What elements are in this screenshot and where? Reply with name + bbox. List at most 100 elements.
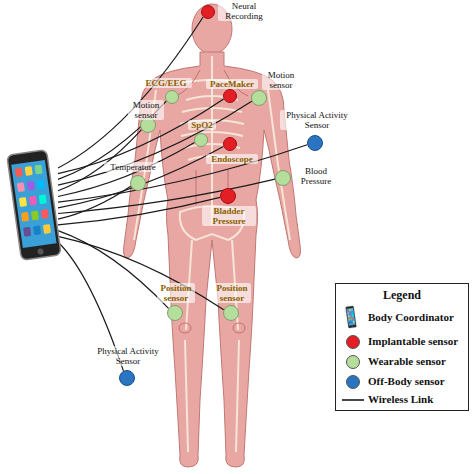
sensor-label: PaceMaker xyxy=(206,79,258,89)
ribs xyxy=(180,96,244,160)
phone-frame xyxy=(7,150,61,261)
sensor-label: ECG/EEG xyxy=(140,78,192,88)
sensor-label: Physical Activity Sensor xyxy=(92,346,164,366)
app-icon xyxy=(33,225,41,235)
sensor-circle: Endoscope xyxy=(223,137,237,151)
sensor-circle: Neural Recording xyxy=(201,5,215,19)
sensor-label: Motion sensor xyxy=(262,70,300,90)
sensor-label: Endoscope xyxy=(206,154,258,164)
home-button xyxy=(37,248,44,255)
app-icon xyxy=(350,315,352,317)
legend-title: Legend xyxy=(336,288,468,303)
app-icon xyxy=(352,312,354,314)
sensor-circle: Position sensor xyxy=(223,305,239,321)
sensor-circle: PaceMaker xyxy=(223,89,237,103)
phone-screen xyxy=(346,308,355,326)
wireless-link xyxy=(58,143,195,197)
legend-text: Body Coordinator xyxy=(368,311,454,324)
knee-left xyxy=(179,323,191,333)
app-icon xyxy=(21,212,29,222)
legend-row: Body Coordinator xyxy=(336,308,468,328)
sensor-label: Physical Activity Sensor xyxy=(280,110,354,130)
app-icon xyxy=(23,227,31,237)
sensor-label: Position sensor xyxy=(213,283,251,303)
app-icon xyxy=(349,321,351,323)
app-icon xyxy=(348,315,350,317)
legend-row: Wearable sensor xyxy=(336,352,468,372)
app-icon xyxy=(39,194,47,204)
app-icon xyxy=(43,224,51,234)
app-icon xyxy=(27,181,35,191)
legend-row: Off-Body sensor xyxy=(336,372,468,392)
wireless-link xyxy=(58,17,203,168)
knee-right xyxy=(233,323,245,333)
legend-text: Wearable sensor xyxy=(368,355,446,368)
app-icon xyxy=(350,312,352,314)
legend-swatch xyxy=(346,375,360,389)
sensor-label: SpO2 xyxy=(188,120,216,130)
sensor-label: Position sensor xyxy=(157,283,195,303)
app-icon xyxy=(353,321,355,323)
legend-swatch xyxy=(346,355,360,369)
app-icon xyxy=(351,309,353,311)
legend-box: LegendBody CoordinatorImplantable sensor… xyxy=(335,283,469,411)
legend-row: Wireless Link xyxy=(336,390,468,410)
app-icon xyxy=(31,211,39,221)
sensor-circle: SpO2 xyxy=(194,133,208,147)
sensor-label: Neural Recording xyxy=(218,1,270,21)
phone-body xyxy=(7,150,61,261)
app-icon xyxy=(351,321,353,323)
app-icon xyxy=(347,309,349,311)
sensor-label: Temperature xyxy=(104,162,162,172)
app-icon xyxy=(19,197,27,207)
legend-text: Implantable sensor xyxy=(368,335,458,348)
app-icon xyxy=(349,309,351,311)
phone-frame xyxy=(345,306,356,328)
sensor-circle: Temperature xyxy=(130,175,146,191)
app-icon xyxy=(350,318,352,320)
wireless-link xyxy=(58,186,131,219)
sensor-circle: Physical Activity Sensor xyxy=(119,370,135,386)
legend-swatch xyxy=(346,335,360,349)
sensor-circle: ECG/EEG xyxy=(165,90,179,104)
wireless-link xyxy=(58,99,224,174)
sensor-circle: Motion sensor xyxy=(251,90,267,106)
phone-icon xyxy=(345,305,357,329)
leg-bones xyxy=(185,240,239,452)
sensor-circle: Bladder Pressure xyxy=(220,188,236,204)
legend-line-symbol xyxy=(341,390,365,410)
app-icon xyxy=(41,209,49,219)
legend-row: Implantable sensor xyxy=(336,332,468,352)
phone-body xyxy=(345,306,356,328)
app-icon xyxy=(352,315,354,317)
sensor-circle: Motion sensor xyxy=(140,117,156,133)
legend-text: Off-Body sensor xyxy=(368,375,445,388)
app-icon xyxy=(25,166,33,176)
phone-icon xyxy=(6,146,62,264)
app-icon xyxy=(348,318,350,320)
wireless-link xyxy=(58,197,220,225)
app-icon xyxy=(348,312,350,314)
sensor-circle: Position sensor xyxy=(167,305,183,321)
legend-phone-symbol xyxy=(345,305,357,329)
phone-screen xyxy=(11,160,56,248)
legend-text: Wireless Link xyxy=(368,393,433,406)
app-icon xyxy=(17,182,25,192)
sensor-label: Blood Pressure xyxy=(294,166,338,186)
legend-line xyxy=(342,399,364,401)
sensor-circle: Physical Activity Sensor xyxy=(307,135,323,151)
sensor-label: Motion sensor xyxy=(128,100,164,120)
wireless-link xyxy=(58,145,307,202)
wireless-link xyxy=(58,130,142,191)
sensor-circle: Blood Pressure xyxy=(275,170,291,186)
app-icon xyxy=(37,179,45,189)
app-icon xyxy=(35,165,43,175)
app-icon xyxy=(352,318,354,320)
wireless-link xyxy=(58,236,224,309)
app-icon xyxy=(29,196,37,206)
body-outline xyxy=(124,52,301,467)
body-coordinator xyxy=(6,146,62,264)
home-button xyxy=(352,326,353,327)
app-icon xyxy=(15,167,23,177)
sensor-label: Bladder Pressure xyxy=(202,206,256,226)
